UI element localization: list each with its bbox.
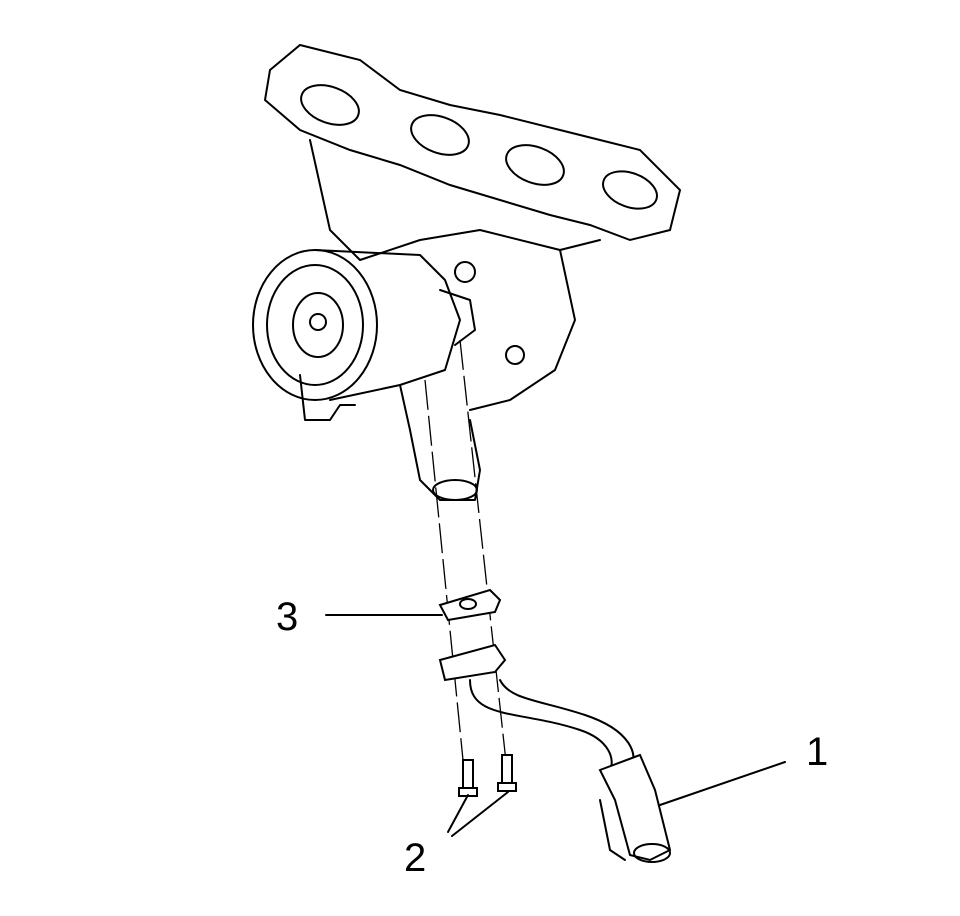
- callout-3: 3: [276, 595, 299, 639]
- coolant-pipe: [438, 643, 672, 863]
- bolts: [458, 754, 517, 797]
- callout-1: 1: [806, 730, 829, 774]
- callout-2-leader-a: [447, 794, 469, 833]
- turbocharger: [252, 249, 525, 501]
- callout-1-leader: [659, 761, 786, 806]
- exhaust-manifold: [263, 43, 682, 411]
- callout-2-leader-b: [451, 791, 509, 837]
- gasket: [438, 588, 502, 622]
- callout-2: 2: [404, 836, 427, 880]
